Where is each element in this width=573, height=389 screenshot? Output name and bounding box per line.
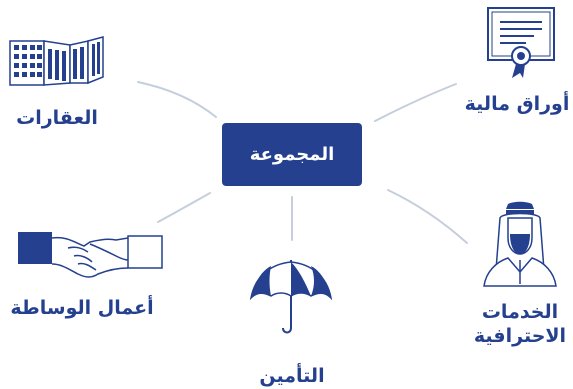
handshake-icon — [18, 232, 163, 278]
person-icon — [483, 201, 557, 287]
connector-brokerage — [157, 192, 211, 223]
real-estate-label: العقارات — [16, 107, 98, 129]
center-node: المجموعة — [222, 123, 362, 186]
brokerage-label: أعمال الوساطة — [10, 297, 154, 319]
connector-real-estate — [137, 81, 217, 118]
insurance-label: التأمين — [259, 365, 325, 387]
connector-securities — [374, 83, 457, 122]
certificate-icon — [487, 7, 555, 78]
umbrella-icon — [249, 260, 333, 334]
connector-professional — [387, 189, 468, 244]
professional-label: الخدمات الاحترافية — [468, 300, 572, 348]
buildings-icon — [9, 36, 104, 86]
professional-label-line1: الخدمات — [481, 301, 559, 323]
securities-label: أوراق مالية — [464, 93, 570, 115]
center-label: المجموعة — [249, 144, 335, 165]
professional-label-line2: الاحترافية — [473, 325, 567, 347]
